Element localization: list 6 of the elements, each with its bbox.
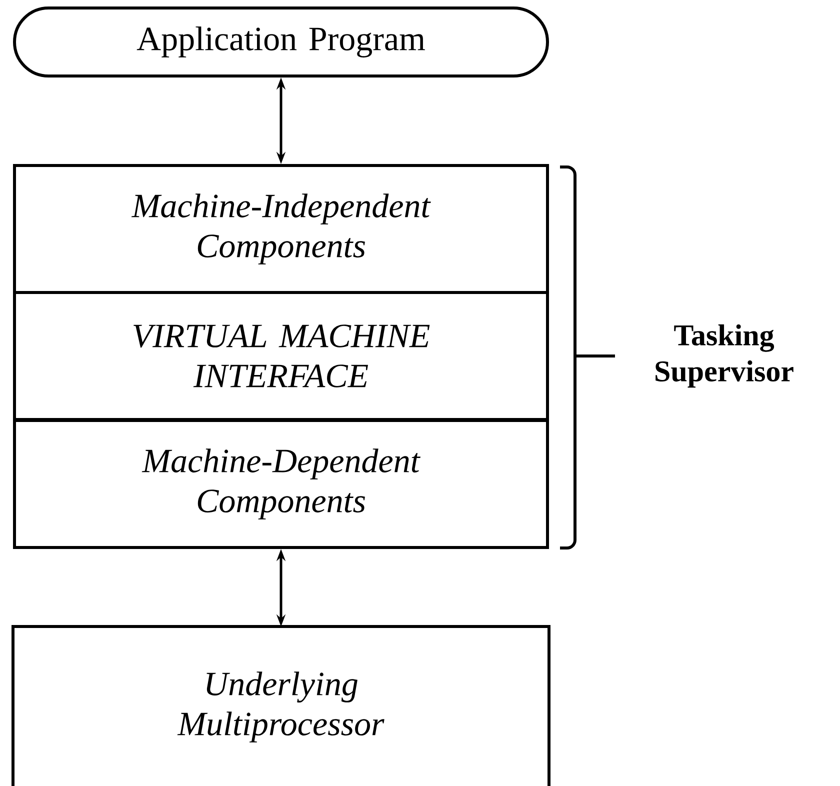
- hardware-box: Underlying Multiprocessor: [12, 625, 550, 786]
- terminal-box: Application Program: [13, 6, 549, 78]
- layer-box: VIRTUAL MACHINE INTERFACE: [13, 291, 549, 421]
- layer-box: Machine-Dependent Components: [13, 419, 549, 549]
- layer-box: Machine-Independent Components: [13, 164, 549, 294]
- group-label: Tasking Supervisor: [656, 324, 794, 388]
